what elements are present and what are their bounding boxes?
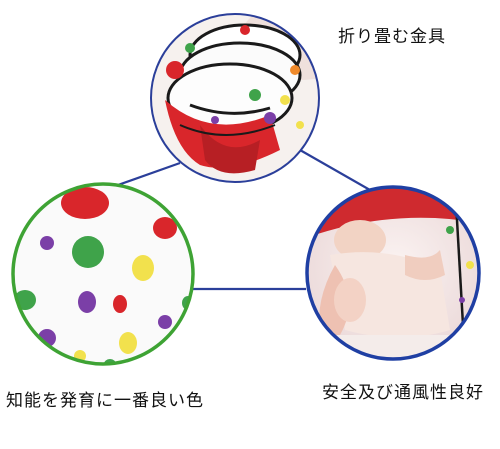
caption-folding-hardware: 折り畳む金具	[338, 27, 446, 47]
connector-line-top-right	[299, 149, 371, 191]
folding-hardware-photo	[150, 13, 320, 183]
caption-safety-ventilation: 安全及び通風性良好	[322, 383, 484, 403]
caption-development-colors: 知能を発育に一番良い色	[6, 391, 204, 411]
colorful-dots-photo	[11, 182, 195, 366]
ventilation-mesh-photo	[305, 185, 481, 361]
